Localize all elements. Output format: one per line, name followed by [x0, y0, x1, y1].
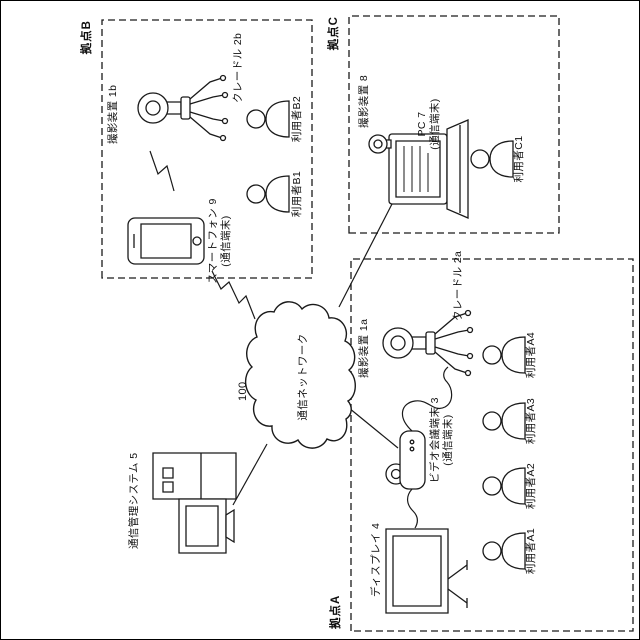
user-a1-label: 利用者A1: [525, 527, 537, 575]
smartphone-label: スマートフォン 9: [207, 198, 219, 284]
user-a2-icon: [482, 467, 526, 505]
site-a-label: 拠点A: [330, 594, 342, 629]
smartphone-9: [128, 218, 204, 264]
cradle-2b-label: クレードル 2b: [232, 32, 244, 103]
user-b2-label: 利用者B2: [291, 95, 303, 143]
user-a2-label: 利用者A2: [525, 462, 537, 510]
pc-7-laptop: [389, 120, 468, 218]
user-a3-label: 利用者A3: [525, 397, 537, 445]
display-4: [386, 529, 467, 613]
network-cloud: [246, 302, 356, 448]
wireless-link-camera-to-phone: [150, 151, 174, 191]
pc-7-sublabel: (通信端末): [429, 98, 441, 150]
user-b1-label: 利用者B1: [291, 170, 303, 218]
site-a-boundary: [351, 259, 633, 631]
user-a4-icon: [482, 336, 526, 374]
management-system-label: 通信管理システム 5: [128, 452, 140, 549]
webcam-8: [369, 135, 391, 153]
link-network-to-pc: [339, 204, 392, 307]
smartphone-sublabel: (通信端末): [220, 215, 232, 267]
terminal-3-sublabel: (通信端末): [442, 414, 454, 466]
site-c-boundary: [349, 16, 559, 233]
cradle-2a-label: クレードル 2a: [452, 250, 464, 321]
wireless-link-phone-to-network: [212, 271, 255, 319]
user-a1-icon: [482, 532, 526, 570]
camera-8-label: 撮影装置 8: [358, 74, 370, 128]
videoconference-terminal-3: [386, 431, 425, 489]
network-label: 通信ネットワーク: [297, 333, 309, 421]
site-c-label: 拠点C: [328, 16, 340, 51]
user-a4-label: 利用者A4: [525, 331, 537, 379]
user-b1-icon: [246, 175, 290, 213]
site-b-label: 拠点B: [81, 20, 93, 55]
user-a3-icon: [482, 402, 526, 440]
network-ref: 100: [237, 381, 249, 401]
link-system-to-network: [233, 444, 267, 505]
user-b2-icon: [246, 100, 290, 138]
pc-7-label: PC 7: [416, 111, 428, 137]
camera-1b-label: 撮影装置 1b: [107, 84, 119, 144]
terminal-3-label: ビデオ会議端末 3: [429, 397, 441, 483]
user-c1-icon: [470, 140, 514, 178]
link-network-to-terminal: [349, 408, 398, 448]
user-c1-label: 利用者C1: [513, 135, 525, 183]
display-4-label: ディスプレイ 4: [370, 522, 382, 597]
management-system-device: [153, 453, 236, 553]
cable-terminal-to-display: [408, 489, 418, 528]
camera-1b-on-cradle-2b: [137, 74, 229, 142]
site-b-boundary: [102, 20, 312, 278]
camera-1a-label: 撮影装置 1a: [358, 318, 370, 378]
cable-terminal-to-cradle: [402, 367, 451, 431]
